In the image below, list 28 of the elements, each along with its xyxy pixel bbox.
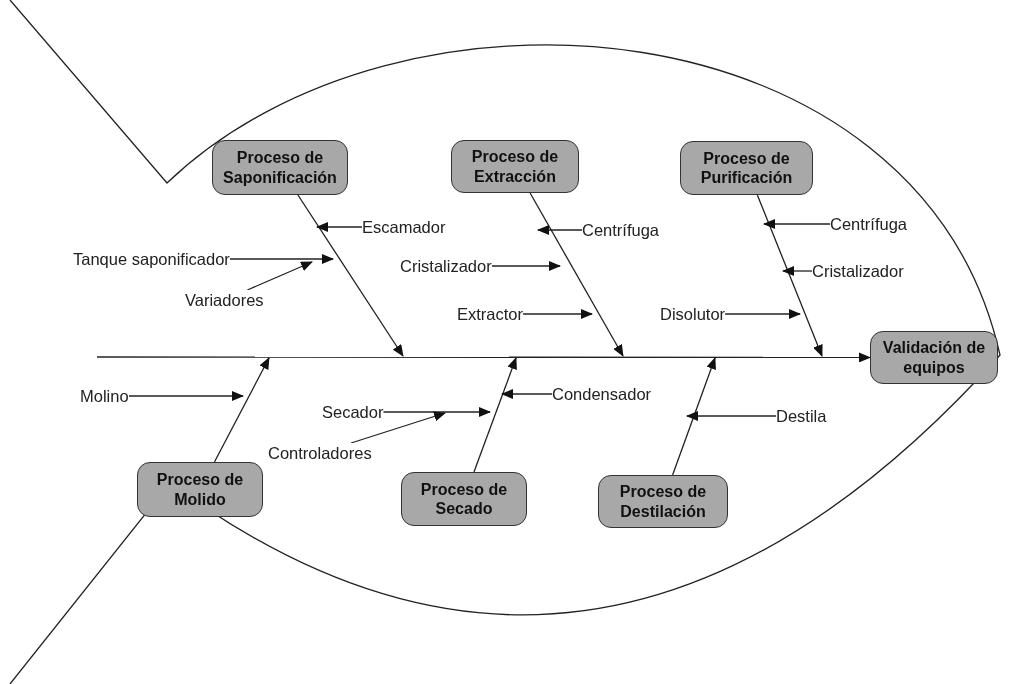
process-box: Proceso de Secado xyxy=(401,472,527,526)
arrow xyxy=(756,194,823,357)
arrow xyxy=(529,192,624,357)
arrow xyxy=(213,357,270,463)
arrow xyxy=(297,194,404,357)
arrow xyxy=(501,389,553,399)
arrow xyxy=(763,219,831,229)
arrow xyxy=(782,266,813,276)
arrow xyxy=(491,261,561,271)
arrow xyxy=(686,411,777,421)
process-box: Proceso de Molido xyxy=(137,462,263,517)
arrow xyxy=(382,407,491,417)
arrow xyxy=(96,352,871,363)
process-box: Proceso de Extracción xyxy=(451,140,579,193)
process-box: Proceso de Saponificación xyxy=(212,140,348,195)
arrow xyxy=(316,222,363,232)
arrow xyxy=(229,254,334,264)
arrow xyxy=(522,309,593,319)
process-box: Proceso de Purificación xyxy=(680,141,813,195)
arrow xyxy=(537,225,583,235)
arrow xyxy=(473,357,517,473)
arrow xyxy=(724,309,801,319)
arrow xyxy=(350,411,446,444)
process-box: Proceso de Destilación xyxy=(598,475,728,528)
arrow xyxy=(671,357,716,476)
arrow xyxy=(127,391,244,401)
arrow xyxy=(246,261,313,291)
process-box: Validación de equipos xyxy=(870,331,998,384)
